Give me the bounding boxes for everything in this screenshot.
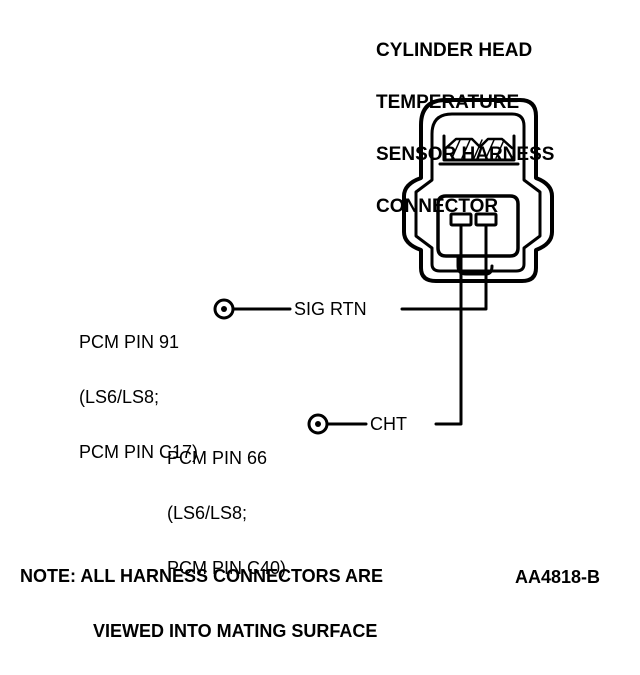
- connector-latch-tab: [444, 137, 514, 150]
- wiring-diagram: CYLINDER HEAD TEMPERATURE SENSOR HARNESS…: [20, 9, 601, 642]
- pin-66-label: PCM PIN 66: [167, 448, 268, 468]
- pin-66-alt-line: PCM PIN C40): [167, 558, 287, 578]
- signal-cht-label: CHT: [370, 414, 407, 434]
- connector-key-notch: [456, 254, 494, 276]
- pin-66-label-block: PCM PIN 66 (LS6/LS8; PCM PIN C40): [167, 415, 286, 612]
- connector-title: CYLINDER HEAD TEMPERATURE SENSOR HARNESS…: [376, 9, 554, 249]
- terminal-pin-91-icon: [213, 298, 235, 320]
- wire-sig-rtn: [400, 223, 488, 311]
- signal-sig-rtn-label: SIG RTN: [294, 299, 367, 319]
- title-line: CYLINDER HEAD: [376, 40, 533, 61]
- title-line: CONNECTOR: [376, 196, 499, 217]
- pin-66-alt-line: (LS6/LS8;: [167, 503, 248, 523]
- terminal-pin-91-dot: [221, 306, 227, 312]
- note-text: NOTE: ALL HARNESS CONNECTORS ARE VIEWED …: [20, 533, 383, 675]
- pin-91-alt-line: (LS6/LS8;: [79, 387, 160, 407]
- terminal-pin-66-dot: [315, 421, 321, 427]
- connector-latch-hatch: [451, 139, 505, 159]
- pin-91-label-block: PCM PIN 91 (LS6/LS8; PCM PIN C17): [79, 299, 198, 496]
- pin-91-label: PCM PIN 91: [79, 332, 180, 352]
- connector-mating-face: [436, 194, 520, 258]
- connector-latch: [442, 134, 516, 162]
- title-line: TEMPERATURE: [376, 92, 520, 113]
- note-line: VIEWED INTO MATING SURFACE: [93, 621, 378, 641]
- figure-code: AA4818-B: [515, 567, 601, 587]
- connector-housing-outer: [402, 98, 554, 283]
- connector-diagram-graphic: [213, 98, 554, 435]
- terminal-pin-66-icon: [307, 413, 329, 435]
- pin-91-alt-line: PCM PIN C17): [79, 442, 199, 462]
- note-line: NOTE: ALL HARNESS CONNECTORS ARE: [20, 566, 384, 586]
- wire-cht: [434, 223, 463, 426]
- title-line: SENSOR HARNESS: [376, 144, 555, 165]
- connector-housing-inner: [414, 112, 542, 273]
